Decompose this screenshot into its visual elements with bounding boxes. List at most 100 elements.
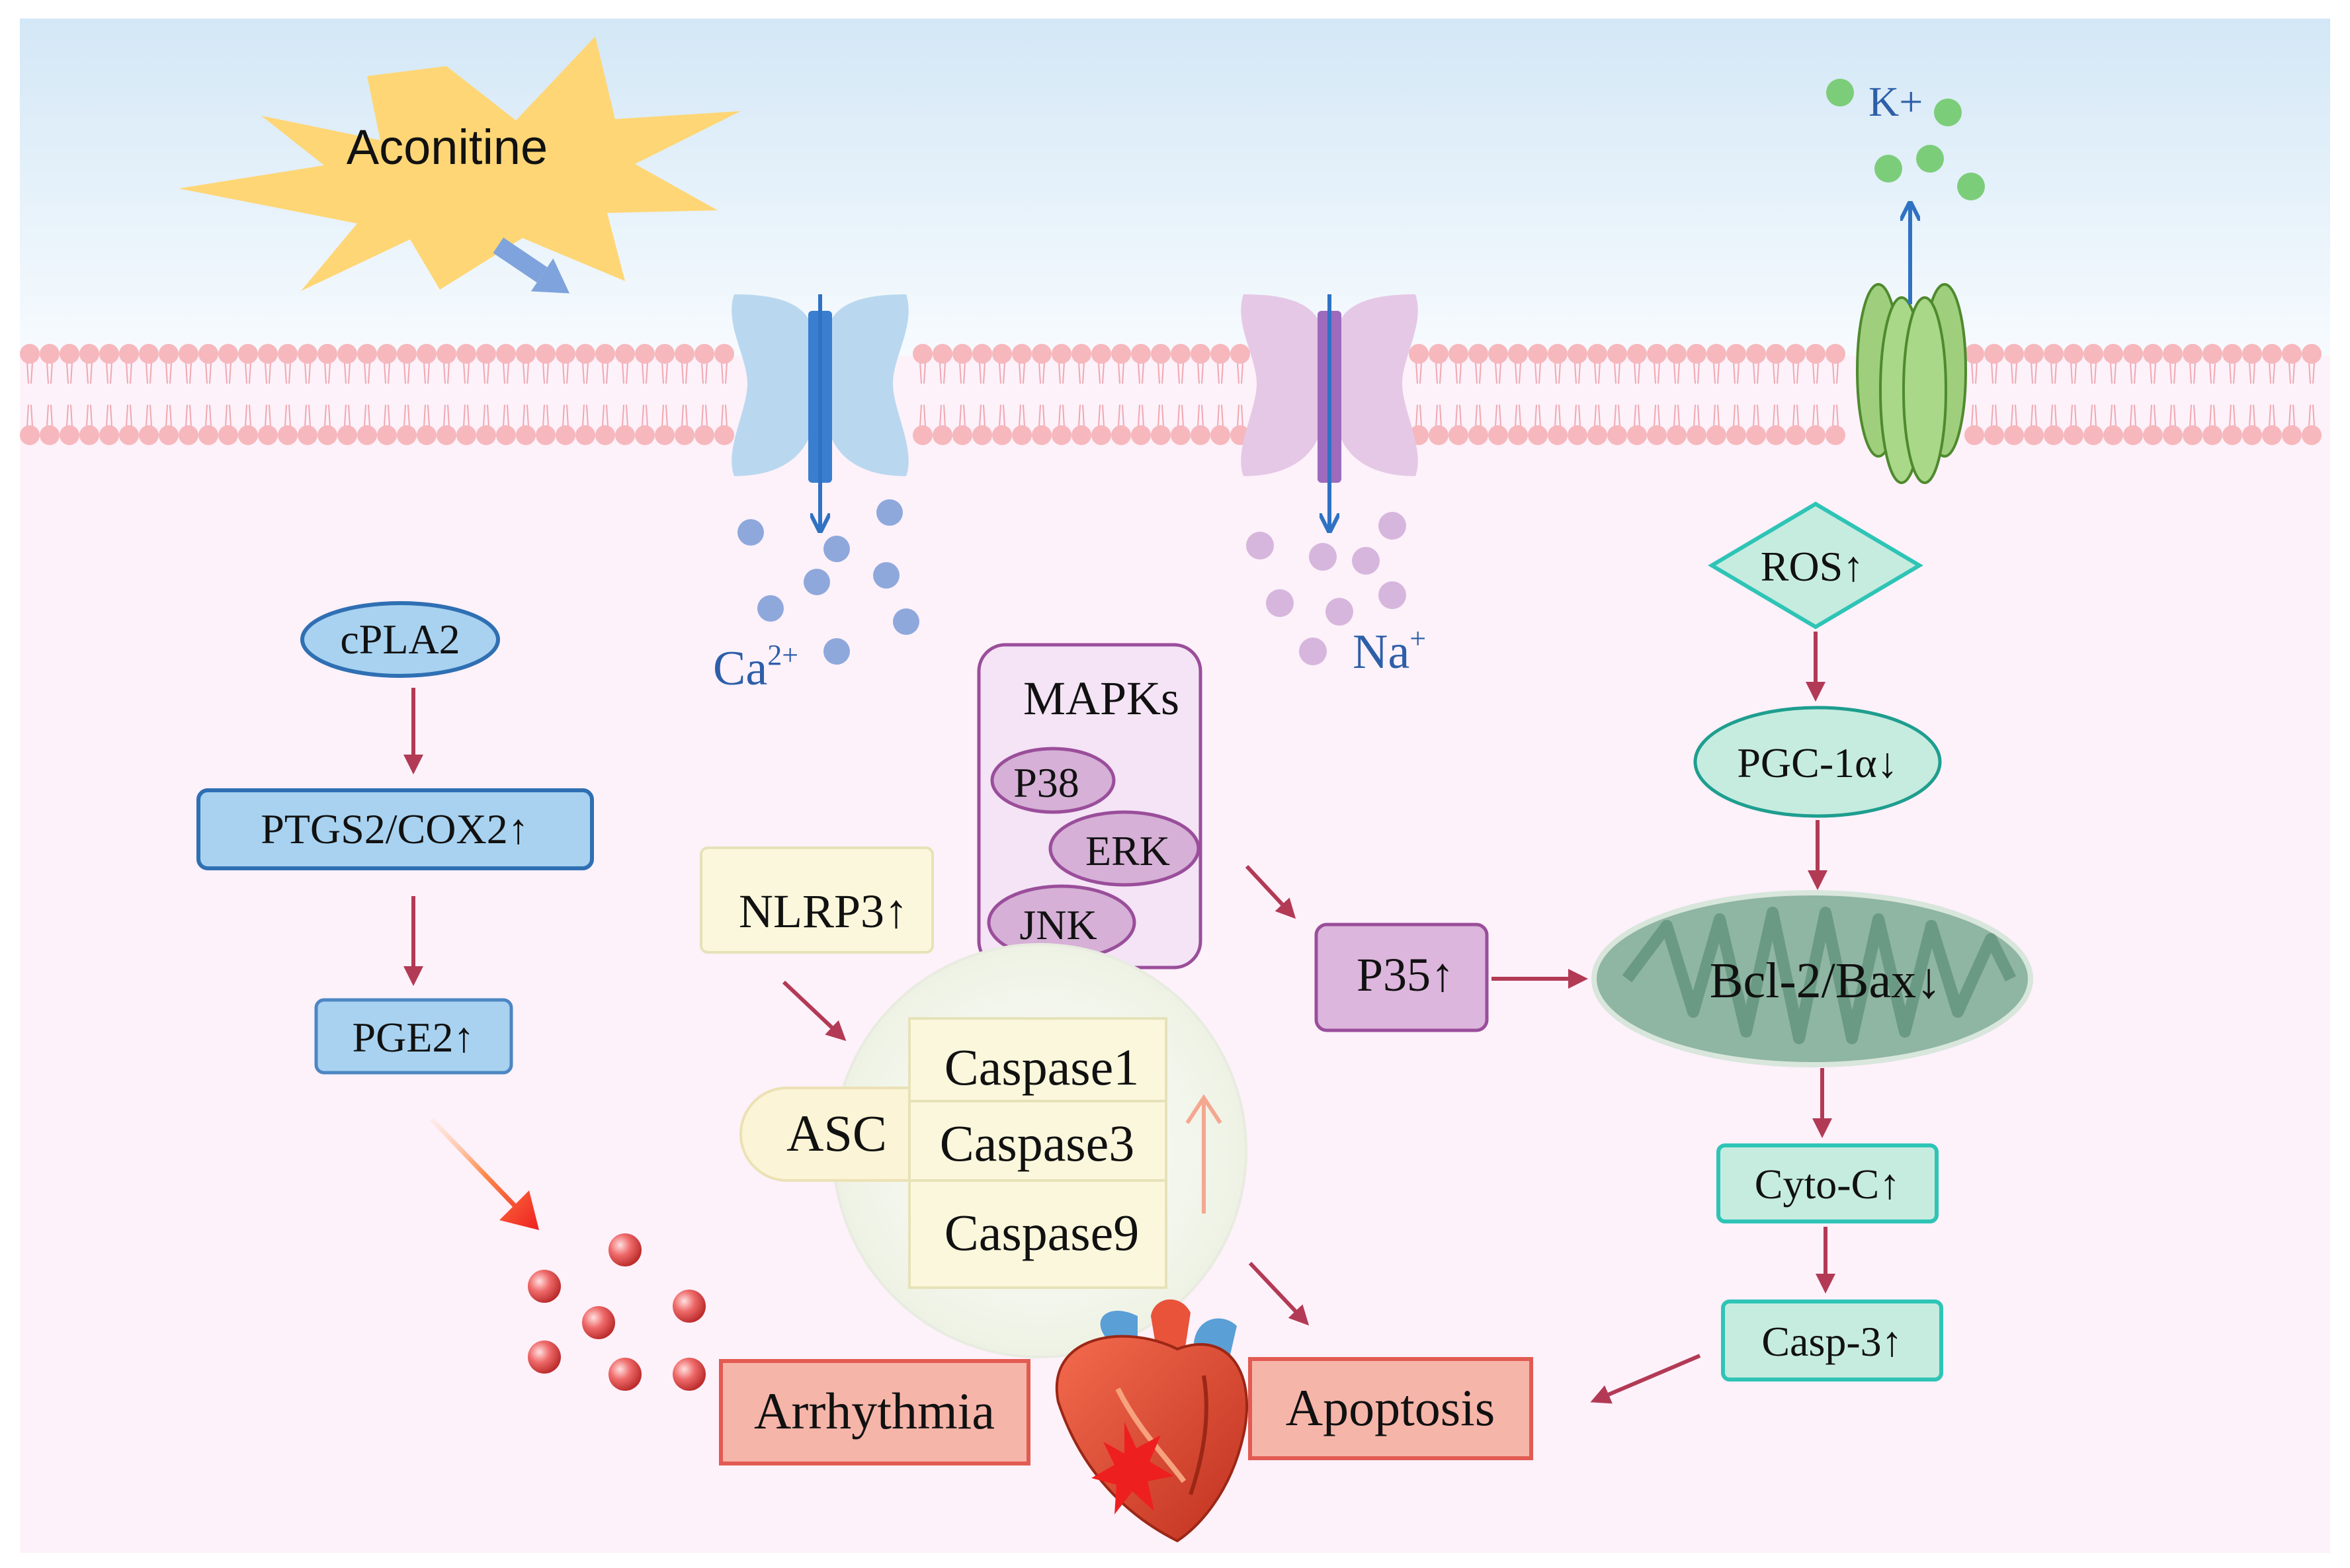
lipid-tail <box>1197 362 1204 427</box>
lipid-tail <box>1435 362 1442 427</box>
lipid-tail <box>523 362 529 427</box>
mapks-title: MAPKs <box>1023 672 1179 725</box>
lipid-head <box>2083 425 2103 445</box>
arrhythmia-node: Arrhythmia <box>719 1359 1030 1465</box>
lipid-tail <box>2050 362 2057 427</box>
lipid-head <box>972 344 992 364</box>
lipid-head <box>694 344 714 364</box>
lipid-head <box>933 344 952 364</box>
lipid-head <box>2103 425 2123 445</box>
potassium-ion <box>1957 173 1985 200</box>
lipid-head <box>79 425 99 445</box>
lipid-head <box>1746 425 1766 445</box>
lipid-head <box>238 425 258 445</box>
lipid-tail <box>2308 362 2315 427</box>
cpla2-node: cPLA2 <box>300 601 500 678</box>
calcium-ion <box>804 569 830 595</box>
casp3-label: Casp-3↑ <box>1761 1318 1902 1365</box>
lipid-head <box>933 425 952 445</box>
lipid-head <box>1786 344 1806 364</box>
sodium-ion <box>1246 532 1274 559</box>
lipid-head <box>377 425 397 445</box>
lipid-head <box>1964 344 1984 364</box>
aconitine-label: Aconitine <box>347 120 548 175</box>
lipid-head <box>1230 344 1250 364</box>
lipid-tail <box>1614 362 1620 427</box>
lipid-head <box>1984 425 2004 445</box>
sodium-ion <box>1352 547 1380 575</box>
mapk-item-p38: P38 <box>1013 759 1079 806</box>
lipid-head <box>1071 344 1091 364</box>
ptgs2-node: PTGS2/COX2↑ <box>196 788 594 870</box>
lipid-head <box>357 344 377 364</box>
lipid-tail <box>1991 362 1997 427</box>
lipid-head <box>278 344 298 364</box>
lipid-head <box>119 425 139 445</box>
lipid-head <box>1687 344 1706 364</box>
lipid-head <box>1548 344 1568 364</box>
aconitine-arrow-icon <box>493 237 570 294</box>
lipid-head <box>40 344 60 364</box>
lipid-head <box>1806 425 1825 445</box>
lipid-tail <box>2209 362 2216 427</box>
lipid-head <box>159 344 179 364</box>
lipid-head <box>1071 425 1091 445</box>
lipid-head <box>2143 344 2163 364</box>
ros-label: ROS↑ <box>1761 543 1865 590</box>
p35-node: P35↑ <box>1314 923 1489 1032</box>
lipid-head <box>456 425 476 445</box>
lipid-tail <box>2229 362 2236 427</box>
lipid-head <box>99 425 119 445</box>
lipid-head <box>1111 344 1131 364</box>
lipid-head <box>60 344 79 364</box>
lipid-tail <box>384 362 390 427</box>
sodium-channel <box>1241 294 1418 529</box>
lipid-tail <box>1753 362 1759 427</box>
caspase9-node: Caspase9 <box>908 1179 1167 1289</box>
lipid-tail <box>364 362 370 427</box>
lipid-tail <box>284 362 291 427</box>
lipid-head <box>476 425 496 445</box>
lipid-head <box>1766 425 1786 445</box>
lipid-head <box>119 344 139 364</box>
lipid-head <box>496 425 516 445</box>
lipid-head <box>1052 344 1071 364</box>
lipid-head <box>2004 425 2024 445</box>
calcium-ion <box>823 536 850 562</box>
lipid-head <box>337 425 357 445</box>
lipid-head <box>992 425 1012 445</box>
lipid-tail <box>2249 362 2255 427</box>
lipid-tail <box>1177 362 1184 427</box>
potassium-channel <box>1856 205 1967 484</box>
calcium-ion <box>757 595 784 622</box>
lipid-head <box>1687 425 1706 445</box>
lipid-head <box>2222 425 2242 445</box>
caspase1-node: Caspase1 <box>908 1017 1167 1109</box>
lipid-head <box>1151 344 1171 364</box>
lipid-head <box>575 344 595 364</box>
lipid-tail <box>1058 362 1065 427</box>
lipid-tail <box>2110 362 2117 427</box>
lipid-tail <box>1157 362 1164 427</box>
lipid-head <box>2222 344 2242 364</box>
calcium-ion-label: Ca2+ <box>713 639 798 696</box>
lipid-tail <box>1098 362 1105 427</box>
lipid-head <box>1210 344 1230 364</box>
potassium-ion <box>1934 99 1962 126</box>
lipid-head <box>1786 425 1806 445</box>
lipid-head <box>1171 344 1191 364</box>
caspase3-label: Caspase3 <box>940 1114 1135 1172</box>
lipid-head <box>615 344 635 364</box>
lipid-head <box>2302 425 2322 445</box>
sodium-ion <box>1325 598 1353 626</box>
lipid-head <box>1468 344 1488 364</box>
lipid-tail <box>1038 362 1045 427</box>
lipid-tail <box>602 362 608 427</box>
lipid-head <box>536 344 556 364</box>
lipid-head <box>1528 344 1548 364</box>
lipid-tail <box>185 362 192 427</box>
pgc-label: PGC-1α↓ <box>1737 739 1898 786</box>
lipid-head <box>516 425 536 445</box>
